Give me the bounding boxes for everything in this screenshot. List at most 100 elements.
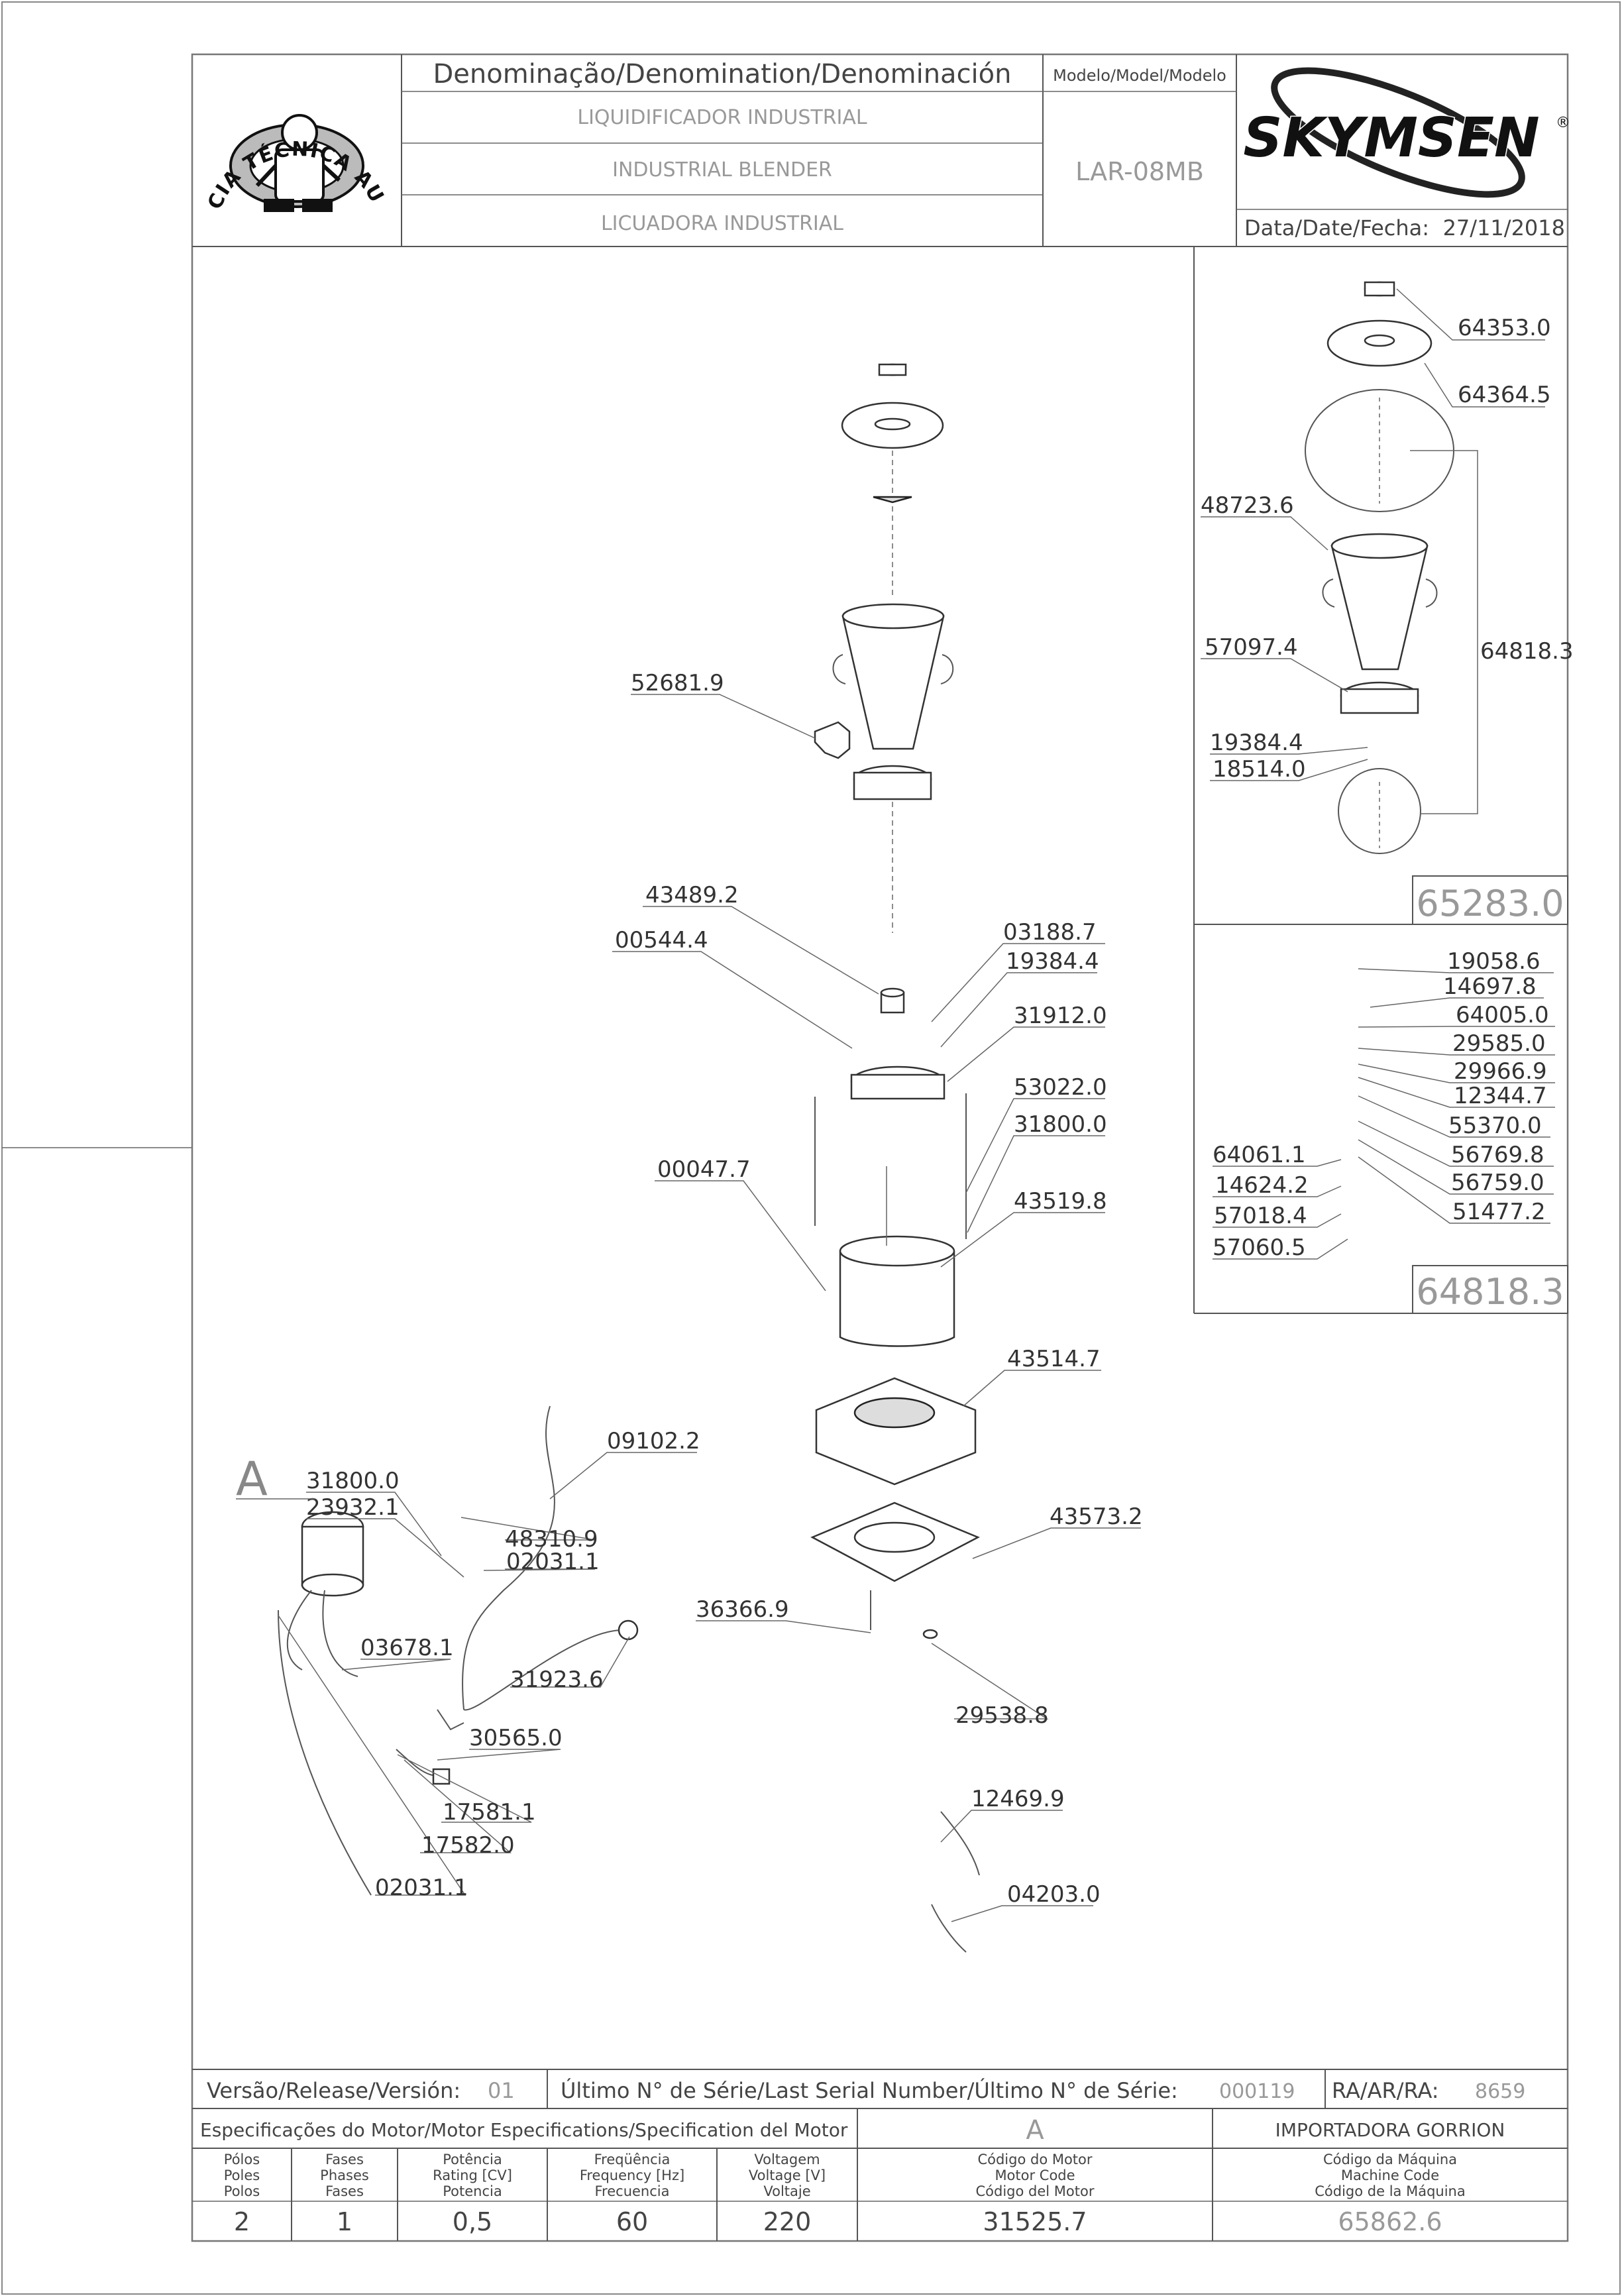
svg-text:Potencia: Potencia — [443, 2183, 502, 2199]
svg-text:0,5: 0,5 — [453, 2207, 492, 2236]
part-label: 03188.7 — [1003, 919, 1097, 946]
title-block: ASSISTÊNCIA TÉCNICA AUTORIZADA Denominaç… — [0, 0, 1570, 247]
part-label: 51477.2 — [1452, 1199, 1546, 1225]
main-blender-assembly — [278, 363, 980, 1953]
serial-value: 000119 — [1219, 2080, 1295, 2103]
part-label: 00544.4 — [615, 927, 708, 954]
skymsen-logo: SKYMSEN ® — [1242, 67, 1570, 198]
blade-part-labels: 19058.6 14697.8 64005.0 29585.0 29966.9 … — [1213, 948, 1549, 1261]
part-label: 43514.7 — [1007, 1346, 1101, 1372]
main-part-labels: 52681.9 43489.2 00544.4 03188.7 19384.4 … — [615, 670, 1143, 1908]
motor-letter: A — [236, 1452, 268, 1506]
spec-col-motor-code: Código do Motor Motor Code Código del Mo… — [976, 2152, 1095, 2236]
part-label: 12469.9 — [971, 1786, 1065, 1812]
part-label: 64364.5 — [1458, 382, 1551, 408]
svg-text:Voltagem: Voltagem — [754, 2152, 820, 2167]
part-label: 48310.9 — [505, 1526, 598, 1553]
ra-label: RA/AR/RA: — [1332, 2078, 1439, 2103]
brand-name: SKYMSEN — [1243, 107, 1539, 170]
part-label: 03678.1 — [360, 1635, 454, 1661]
part-label: 57097.4 — [1205, 634, 1298, 661]
part-label: 55370.0 — [1448, 1113, 1542, 1139]
svg-text:Freqüência: Freqüência — [594, 2152, 671, 2167]
part-label: 64818.3 — [1480, 638, 1574, 665]
svg-text:65862.6: 65862.6 — [1338, 2207, 1442, 2236]
part-label: 02031.1 — [375, 1875, 468, 1901]
registered-mark: ® — [1556, 115, 1570, 131]
version-label: Versão/Release/Versión: — [207, 2078, 460, 2103]
svg-text:Voltaje: Voltaje — [763, 2183, 810, 2199]
part-label: 12344.7 — [1454, 1083, 1547, 1109]
svg-text:Poles: Poles — [224, 2167, 260, 2183]
part-label: 29966.9 — [1454, 1058, 1547, 1085]
part-label: 64061.1 — [1213, 1142, 1306, 1168]
part-label: 09102.2 — [607, 1428, 700, 1454]
svg-text:Código do Motor: Código do Motor — [977, 2152, 1092, 2167]
svg-text:Fases: Fases — [325, 2152, 364, 2167]
ra-value: 8659 — [1475, 2080, 1525, 2103]
svg-text:1: 1 — [337, 2207, 352, 2236]
jar-assembly-code: 65283.0 — [1416, 883, 1564, 924]
serial-label: Último N° de Série/Last Serial Number/Úl… — [561, 2077, 1178, 2103]
part-label: 53022.0 — [1014, 1074, 1107, 1101]
part-label: 43489.2 — [645, 882, 739, 908]
part-label: 48723.6 — [1201, 492, 1294, 519]
importer-name: IMPORTADORA GORRION — [1275, 2119, 1505, 2141]
svg-text:Fases: Fases — [325, 2183, 364, 2199]
spec-col-phases: Fases Phases Fases 1 — [320, 2152, 369, 2236]
footer-table: Versão/Release/Versión: 01 Último N° de … — [192, 2069, 1568, 2241]
svg-text:31525.7: 31525.7 — [983, 2207, 1087, 2236]
part-label: 00047.7 — [657, 1156, 751, 1183]
part-label: 43519.8 — [1014, 1188, 1107, 1215]
part-label: 14697.8 — [1443, 973, 1537, 1000]
motor-spec-letter: A — [1026, 2115, 1044, 2146]
drawing-frame — [191, 53, 1569, 2242]
svg-text:Potência: Potência — [443, 2152, 502, 2167]
part-label: 31912.0 — [1014, 1003, 1107, 1029]
part-label: 31923.6 — [510, 1667, 604, 1693]
part-label: 31800.0 — [1014, 1111, 1107, 1138]
spec-col-poles: Pólos Poles Polos 2 — [224, 2152, 260, 2236]
part-label: 29538.8 — [955, 1702, 1049, 1729]
svg-text:Frequency [Hz]: Frequency [Hz] — [580, 2167, 684, 2183]
jar-part-labels: 64353.0 64364.5 48723.6 57097.4 64818.3 … — [1201, 315, 1574, 783]
svg-text:Código del Motor: Código del Motor — [976, 2183, 1095, 2199]
authorized-service-seal: ASSISTÊNCIA TÉCNICA AUTORIZADA — [0, 0, 388, 213]
spec-col-machine-code: Código da Máquina Machine Code Código de… — [1315, 2152, 1465, 2236]
svg-text:2: 2 — [234, 2207, 250, 2236]
part-label: 17581.1 — [443, 1799, 536, 1826]
part-label: 23932.1 — [306, 1494, 400, 1521]
spec-col-frequency: Freqüência Frequency [Hz] Frecuencia 60 — [580, 2152, 684, 2236]
svg-text:220: 220 — [763, 2207, 812, 2236]
part-label: 64353.0 — [1458, 315, 1551, 341]
part-label: 57018.4 — [1214, 1203, 1307, 1229]
part-label: 19058.6 — [1447, 948, 1541, 975]
part-label: 56759.0 — [1451, 1170, 1544, 1196]
part-label: 04203.0 — [1007, 1881, 1101, 1908]
part-label: 31800.0 — [306, 1468, 400, 1494]
svg-text:Motor Code: Motor Code — [995, 2167, 1075, 2183]
part-label: 19384.4 — [1006, 948, 1099, 975]
version-value: 01 — [488, 2078, 515, 2103]
name-en: INDUSTRIAL BLENDER — [612, 158, 832, 182]
part-label: 57060.5 — [1213, 1234, 1306, 1261]
part-label: 52681.9 — [631, 670, 724, 696]
part-label: 56769.8 — [1451, 1142, 1544, 1168]
svg-text:Machine Code: Machine Code — [1341, 2167, 1439, 2183]
svg-text:Voltage [V]: Voltage [V] — [749, 2167, 826, 2183]
part-label: 29585.0 — [1452, 1030, 1546, 1057]
svg-text:Código de la Máquina: Código de la Máquina — [1315, 2183, 1465, 2199]
svg-text:60: 60 — [616, 2207, 648, 2236]
part-label: 02031.1 — [506, 1549, 600, 1575]
part-label: 17582.0 — [421, 1832, 515, 1859]
model-title: Modelo/Model/Modelo — [1053, 66, 1226, 85]
part-label: 64005.0 — [1456, 1002, 1549, 1028]
wiring-part-labels: 31800.0 23932.1 09102.2 48310.9 02031.1 … — [236, 1428, 700, 1901]
model-value: LAR-08MB — [1075, 157, 1204, 186]
svg-text:Código da Máquina: Código da Máquina — [1323, 2152, 1457, 2167]
svg-text:Rating [CV]: Rating [CV] — [433, 2167, 512, 2183]
part-label: 30565.0 — [469, 1725, 563, 1751]
svg-text:Phases: Phases — [320, 2167, 369, 2183]
blade-assembly-code: 64818.3 — [1416, 1271, 1564, 1313]
